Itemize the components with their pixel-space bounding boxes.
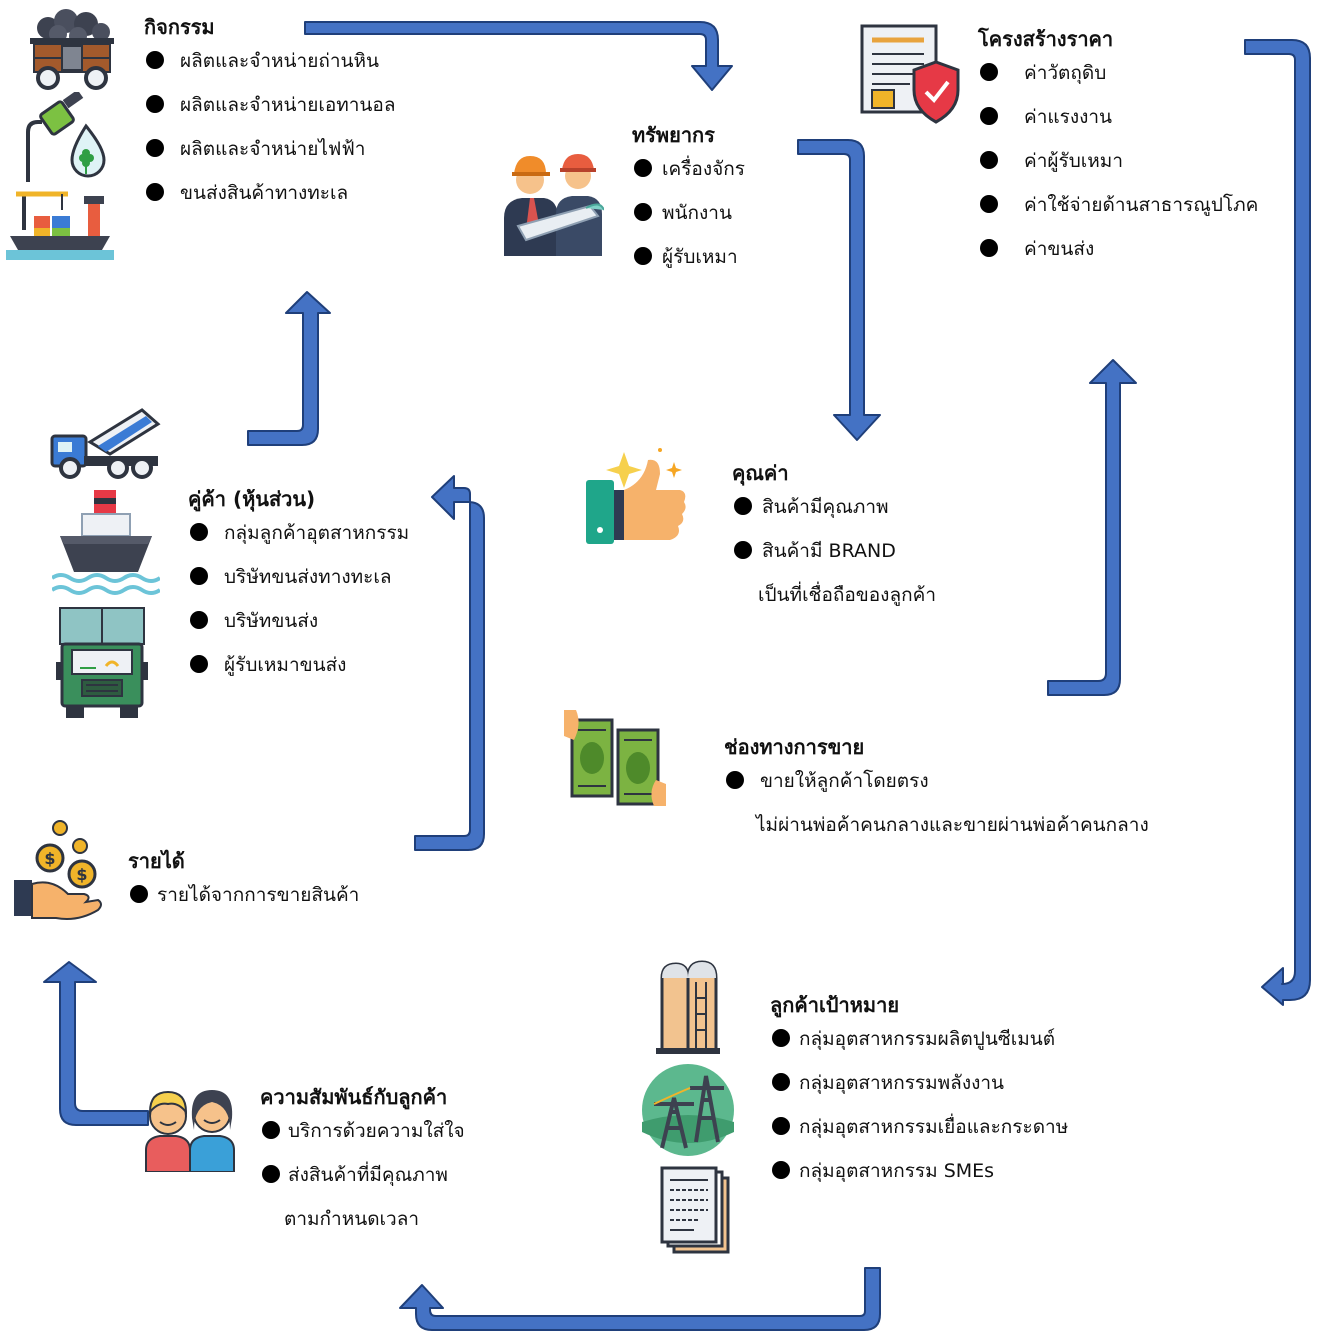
segments-item: กลุ่มอุตสาหกรรมเยื่อและกระดาษ <box>770 1114 1068 1140</box>
document-shield-icon <box>860 24 960 124</box>
activities-item: ผลิตและจำหน่ายถ่านหิน <box>144 48 395 74</box>
fuel-drop-icon <box>26 92 106 182</box>
partners-item: กลุ่มลูกค้าอุตสาหกรรม <box>188 520 409 546</box>
coal-cart-icon <box>30 9 114 90</box>
revenue-block: รายได้ รายได้จากการขายสินค้า <box>128 848 359 926</box>
cost-item: ค่าแรงงาน <box>978 104 1258 130</box>
value-block: คุณค่า สินค้ามีคุณภาพ สินค้ามี BRAND เป็… <box>732 460 936 608</box>
channels-block: ช่องทางการขาย ขายให้ลูกค้าโดยตรง ไม่ผ่าน… <box>724 734 1149 856</box>
resources-title: ทรัพยากร <box>632 123 715 147</box>
relationships-item: บริการด้วยความใส่ใจ <box>260 1118 465 1144</box>
partners-title: คู่ค้า (หุ้นส่วน) <box>188 487 316 511</box>
segments-item: กลุ่มอุตสาหกรรมพลังงาน <box>770 1070 1068 1096</box>
silos-icon <box>656 960 720 1054</box>
cost-structure-title: โครงสร้างราคา <box>978 27 1114 51</box>
value-title: คุณค่า <box>732 461 789 485</box>
activities-item: ผลิตและจำหน่ายเอทานอล <box>144 92 395 118</box>
value-item: สินค้ามี BRAND เป็นที่เชื่อถือของลูกค้า <box>732 538 936 608</box>
relationships-title: ความสัมพันธ์กับลูกค้า <box>260 1085 448 1109</box>
segments-item: กลุ่มอุตสาหกรรมผลิตปูนซีเมนต์ <box>770 1026 1068 1052</box>
channels-title: ช่องทางการขาย <box>724 735 865 759</box>
cement-truck-icon <box>50 408 161 479</box>
engineers-icon <box>504 154 604 256</box>
cargo-ship-port-icon <box>6 191 114 260</box>
documents-icon <box>660 1166 730 1254</box>
resources-block: ทรัพยากร เครื่องจักร พนักงาน ผู้รับเหมา <box>632 122 745 288</box>
partners-item: ผู้รับเหมาขนส่ง <box>188 652 409 678</box>
arrow-segments-to-relationships <box>399 1267 881 1331</box>
partners-item: บริษัทขนส่งทางทะเล <box>188 564 409 590</box>
channels-item-line: ขายให้ลูกค้าโดยตรง <box>760 770 929 792</box>
channels-item-continuation: ไม่ผ่านพ่อค้าคนกลางและขายผ่านพ่อค้าคนกลา… <box>756 814 1149 836</box>
relationships-item-line: ส่งสินค้าที่มีคุณภาพ <box>288 1164 448 1186</box>
partners-block: คู่ค้า (หุ้นส่วน) กลุ่มลูกค้าอุตสาหกรรม … <box>188 486 409 696</box>
cost-item: ค่าใช้จ่ายด้านสาธารณูปโภค <box>978 192 1258 218</box>
svg-text:$: $ <box>44 849 55 868</box>
resources-item: เครื่องจักร <box>632 156 745 182</box>
segments-title: ลูกค้าเป้าหมาย <box>770 993 900 1017</box>
value-item-continuation: เป็นที่เชื่อถือของลูกค้า <box>758 584 936 606</box>
relationships-block: ความสัมพันธ์กับลูกค้า บริการด้วยความใส่ใ… <box>260 1084 465 1250</box>
svg-text:$: $ <box>76 865 87 884</box>
arrow-resources-to-value <box>797 139 881 441</box>
partners-item: บริษัทขนส่ง <box>188 608 409 634</box>
power-tower-icon <box>642 1064 734 1156</box>
cost-structure-block: โครงสร้างราคา ค่าวัตถุดิบ ค่าแรงงาน ค่าผ… <box>978 26 1258 280</box>
resources-item: พนักงาน <box>632 200 745 226</box>
cost-item: ค่าผู้รับเหมา <box>978 148 1258 174</box>
resources-item: ผู้รับเหมา <box>632 244 745 270</box>
customers-icon <box>145 1090 235 1172</box>
revenue-title: รายได้ <box>128 849 185 873</box>
thumbs-up-icon <box>586 448 686 544</box>
arrow-relationships-to-revenue <box>43 961 149 1126</box>
channels-item: ขายให้ลูกค้าโดยตรง ไม่ผ่านพ่อค้าคนกลางแล… <box>724 768 1149 838</box>
revenue-item: รายได้จากการขายสินค้า <box>128 882 359 908</box>
relationships-item-continuation: ตามกำหนดเวลา <box>284 1208 420 1230</box>
money-exchange-icon <box>564 710 666 806</box>
activities-item: ขนส่งสินค้าทางทะเล <box>144 180 395 206</box>
arrow-up-to-cost <box>1047 359 1137 696</box>
arrow-revenue-to-partners <box>414 475 485 851</box>
cost-item: ค่าขนส่ง <box>978 236 1258 262</box>
segments-block: ลูกค้าเป้าหมาย กลุ่มอุตสาหกรรมผลิตปูนซีเ… <box>770 992 1068 1202</box>
segments-item: กลุ่มอุตสาหกรรม SMEs <box>770 1158 1068 1184</box>
relationships-item: ส่งสินค้าที่มีคุณภาพ ตามกำหนดเวลา <box>260 1162 465 1232</box>
coins-hand-icon: $ $ <box>14 820 102 920</box>
ship-icon <box>52 490 160 595</box>
activities-item: ผลิตและจำหน่ายไฟฟ้า <box>144 136 395 162</box>
activities-block: กิจกรรม ผลิตและจำหน่ายถ่านหิน ผลิตและจำห… <box>144 14 395 224</box>
truck-icon <box>56 607 148 718</box>
arrow-partners-to-activities <box>247 291 331 446</box>
activities-title: กิจกรรม <box>144 15 215 39</box>
cost-item: ค่าวัตถุดิบ <box>978 60 1258 86</box>
value-item: สินค้ามีคุณภาพ <box>732 494 936 520</box>
value-item-line: สินค้ามี BRAND <box>762 540 896 562</box>
